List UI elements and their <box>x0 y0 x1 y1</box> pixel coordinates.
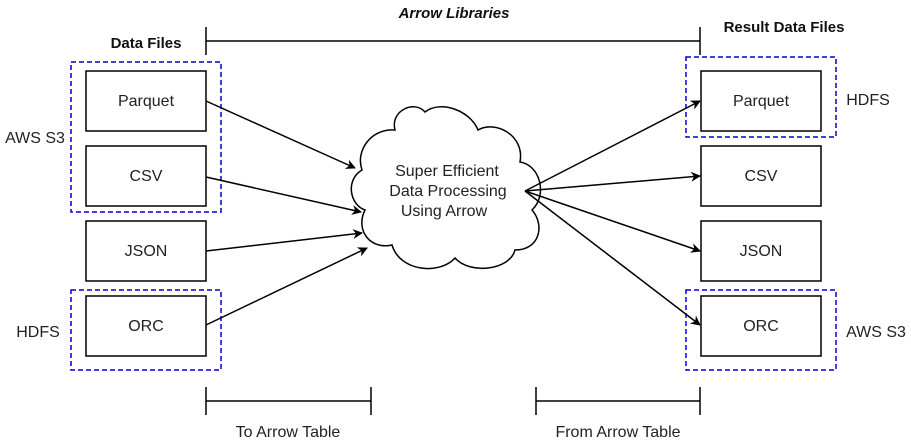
cloud-text-line-1: Super Efficient <box>395 163 499 180</box>
group-aws-s3-output <box>685 289 837 371</box>
data-files-header: Data Files <box>111 35 182 52</box>
arrow-parquet-to-cloud <box>205 100 356 169</box>
input-file-label: JSON <box>125 243 168 260</box>
arrow-cloud-to-csv <box>524 171 701 192</box>
output-file-json[interactable]: JSON <box>700 220 822 282</box>
arrow-cloud-to-json <box>524 190 701 253</box>
cloud-text-line-2: Data Processing <box>389 183 506 200</box>
arrow-csv-to-cloud <box>205 176 362 215</box>
group-aws-s3-input <box>70 61 222 213</box>
output-file-label: JSON <box>740 243 783 260</box>
cloud-text-line-3: Using Arrow <box>401 203 488 220</box>
input-file-json[interactable]: JSON <box>85 220 207 282</box>
input-file-label: ORC <box>128 318 164 335</box>
input-file-orc[interactable]: ORC <box>85 295 207 357</box>
arrow-cloud-to-parquet <box>524 100 701 192</box>
from-arrow-table-label: From Arrow Table <box>555 424 680 441</box>
output-file-parquet[interactable]: Parquet <box>700 70 822 132</box>
aws-s3-output-label: AWS S3 <box>846 324 906 341</box>
from-arrow-table-bracket <box>535 387 701 415</box>
hdfs-output-label: HDFS <box>846 92 890 109</box>
group-hdfs-output <box>685 56 837 138</box>
output-file-label: Parquet <box>733 93 790 110</box>
result-data-files-header: Result Data Files <box>724 19 845 36</box>
arrow-cloud-to-orc <box>524 190 701 326</box>
input-file-parquet[interactable]: Parquet <box>85 70 207 132</box>
hdfs-input-label: HDFS <box>16 324 60 341</box>
to-arrow-table-label: To Arrow Table <box>236 424 341 441</box>
arrow-json-to-cloud <box>205 229 363 252</box>
aws-s3-input-label: AWS S3 <box>5 130 65 147</box>
processing-cloud[interactable]: Super Efficient Data Processing Using Ar… <box>350 106 542 270</box>
to-arrow-table-bracket <box>205 387 372 415</box>
output-file-label: ORC <box>743 318 779 335</box>
input-file-label: CSV <box>130 168 163 185</box>
output-file-orc[interactable]: ORC <box>700 295 822 357</box>
arrow-orc-to-cloud <box>205 247 368 326</box>
input-file-label: Parquet <box>118 93 175 110</box>
diagram-title: Arrow Libraries <box>398 5 510 22</box>
input-file-csv[interactable]: CSV <box>85 145 207 207</box>
arrow-libraries-bracket <box>205 27 701 55</box>
group-hdfs-input <box>70 289 222 371</box>
output-file-label: CSV <box>745 168 778 185</box>
output-file-csv[interactable]: CSV <box>700 145 822 207</box>
